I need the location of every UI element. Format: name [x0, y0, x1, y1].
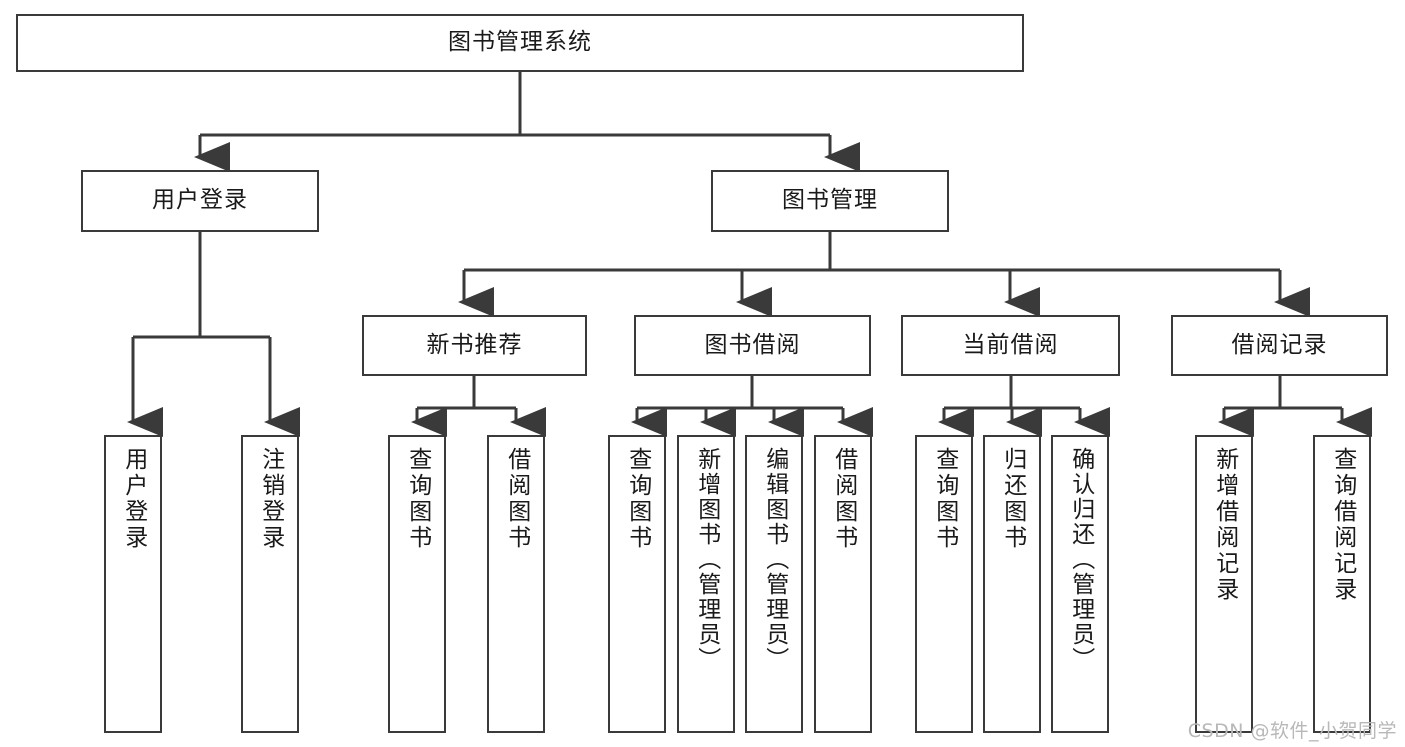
node-leaf-borrow-book-label: 借阅图书 — [830, 447, 857, 551]
node-leaf-user-login-label: 用户登录 — [120, 447, 147, 551]
node-leaf-return-book-label: 归还图书 — [999, 447, 1026, 551]
node-new-book-recommend[interactable]: 新书推荐 — [362, 315, 587, 376]
node-new-book-recommend-label: 新书推荐 — [426, 331, 523, 358]
node-leaf-add-book[interactable]: 新增图书（管理员） — [677, 435, 735, 733]
node-leaf-query-book-rec[interactable]: 查询图书 — [388, 435, 446, 733]
node-leaf-logout[interactable]: 注销登录 — [241, 435, 299, 733]
node-user-login[interactable]: 用户登录 — [81, 170, 319, 232]
node-current-borrow[interactable]: 当前借阅 — [901, 315, 1120, 376]
node-borrow-records[interactable]: 借阅记录 — [1171, 315, 1388, 376]
node-leaf-confirm-return-label: 确认归还（管理员） — [1067, 447, 1094, 672]
node-leaf-add-record[interactable]: 新增借阅记录 — [1195, 435, 1253, 733]
node-root[interactable]: 图书管理系统 — [16, 14, 1024, 72]
node-book-borrow-label: 图书借阅 — [704, 331, 801, 358]
node-leaf-logout-label: 注销登录 — [257, 447, 284, 551]
node-book-management[interactable]: 图书管理 — [711, 170, 949, 232]
node-leaf-borrow-book[interactable]: 借阅图书 — [814, 435, 872, 733]
node-leaf-query-book-current[interactable]: 查询图书 — [915, 435, 973, 733]
node-leaf-add-book-label: 新增图书（管理员） — [693, 447, 720, 672]
node-leaf-query-record-label: 查询借阅记录 — [1329, 447, 1356, 603]
node-leaf-borrow-book-rec-label: 借阅图书 — [503, 447, 530, 551]
node-leaf-return-book[interactable]: 归还图书 — [983, 435, 1041, 733]
node-root-label: 图书管理系统 — [448, 29, 592, 56]
node-leaf-query-book-borrow[interactable]: 查询图书 — [608, 435, 666, 733]
watermark: CSDN @软件_小贺同学 — [1187, 720, 1397, 742]
node-leaf-user-login[interactable]: 用户登录 — [104, 435, 162, 733]
node-book-management-label: 图书管理 — [782, 187, 878, 214]
node-leaf-query-book-rec-label: 查询图书 — [404, 447, 431, 551]
node-leaf-edit-book-label: 编辑图书（管理员） — [761, 447, 788, 672]
node-borrow-records-label: 借阅记录 — [1231, 331, 1328, 358]
node-leaf-query-book-current-label: 查询图书 — [931, 447, 958, 551]
node-leaf-add-record-label: 新增借阅记录 — [1211, 447, 1238, 603]
node-book-borrow[interactable]: 图书借阅 — [634, 315, 871, 376]
node-user-login-label: 用户登录 — [152, 187, 248, 214]
node-leaf-query-book-borrow-label: 查询图书 — [624, 447, 651, 551]
node-leaf-confirm-return[interactable]: 确认归还（管理员） — [1051, 435, 1109, 733]
node-leaf-query-record[interactable]: 查询借阅记录 — [1313, 435, 1371, 733]
node-leaf-borrow-book-rec[interactable]: 借阅图书 — [487, 435, 545, 733]
node-leaf-edit-book[interactable]: 编辑图书（管理员） — [745, 435, 803, 733]
node-current-borrow-label: 当前借阅 — [962, 331, 1059, 358]
